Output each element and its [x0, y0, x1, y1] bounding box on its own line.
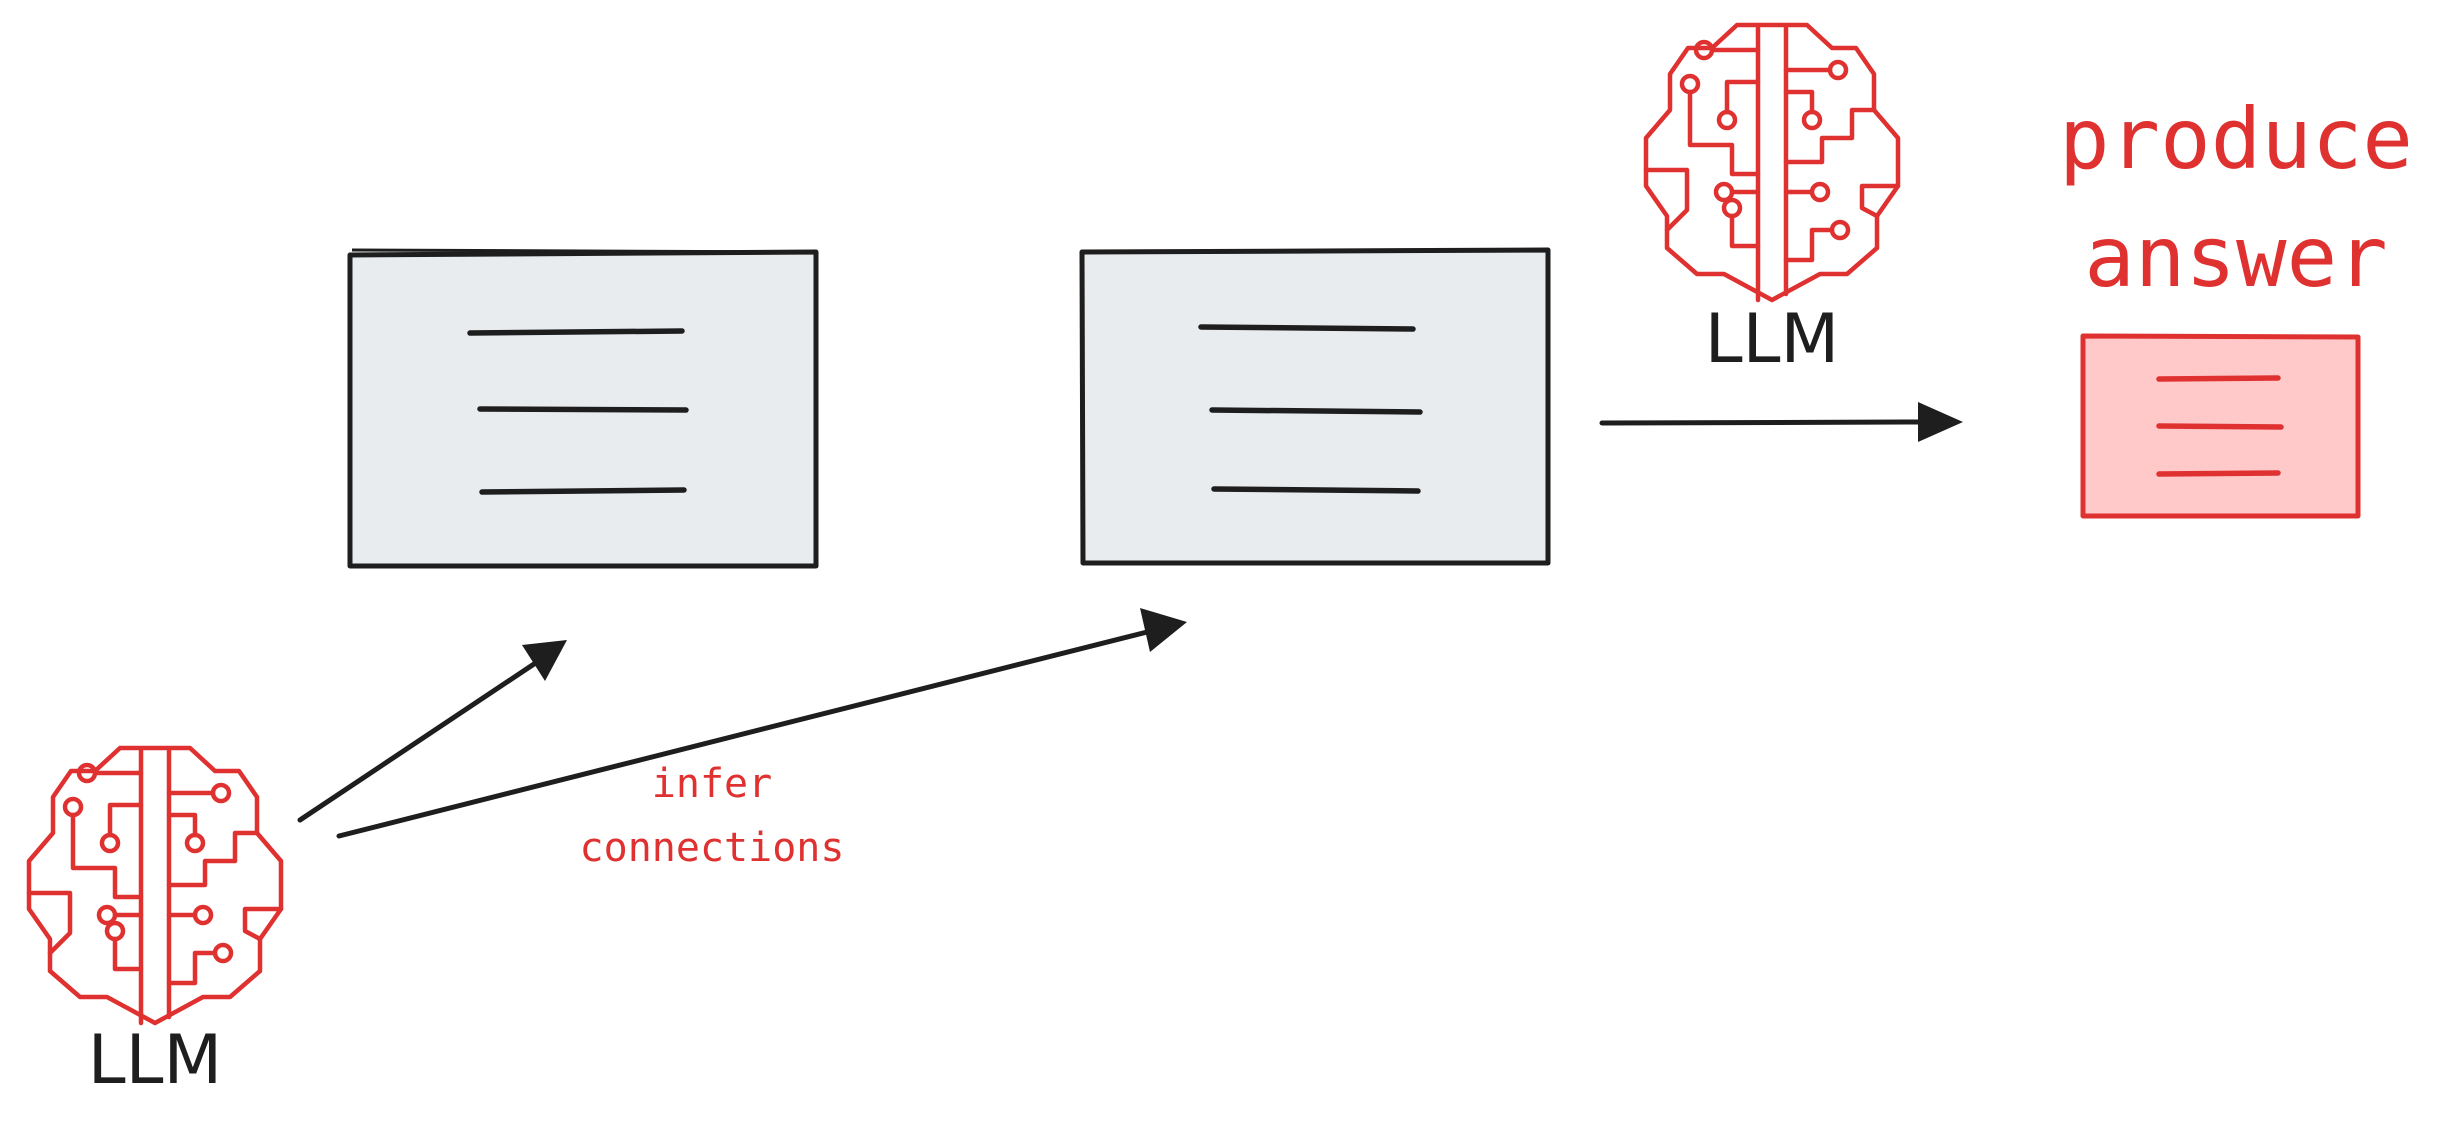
answer-text-lines [2156, 375, 2284, 477]
infer-connections-label-line1: infer [652, 761, 772, 807]
document-text-lines [1198, 324, 1423, 494]
brain-circuit-icon [29, 748, 281, 1023]
brain-circuit-icon [1646, 25, 1898, 300]
document-box-2 [1079, 247, 1551, 566]
arrow-to-document-1 [297, 640, 567, 823]
document-text-lines [467, 328, 689, 495]
infer-connections-label-line2: connections [580, 825, 845, 871]
llm-label-bottom: LLM [88, 1021, 222, 1100]
arrow-to-document-2 [336, 608, 1187, 839]
produce-answer-label-line1: produce [2059, 90, 2413, 188]
llm-label-top: LLM [1705, 300, 1839, 379]
produce-answer-label-line2: answer [2084, 208, 2387, 306]
document-box-1 [347, 248, 819, 569]
arrow-to-answer [1599, 402, 1963, 442]
answer-box [2080, 333, 2361, 519]
